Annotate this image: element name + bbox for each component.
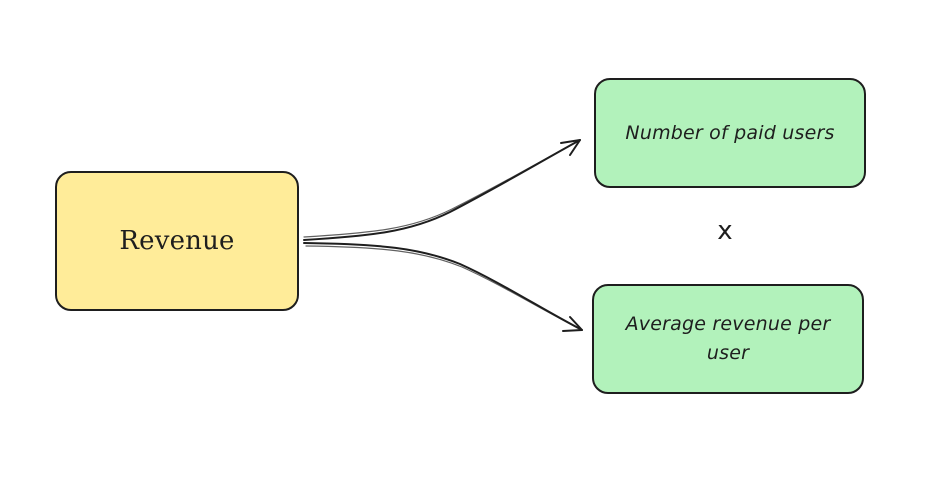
multiply-operator: x — [717, 216, 733, 246]
edge-revenue-to-arpu — [303, 242, 583, 332]
node-average-revenue-per-user[interactable]: Average revenue per user — [592, 284, 864, 394]
node-average-revenue-per-user-label: Average revenue per user — [625, 313, 831, 364]
node-number-of-paid-users-label: Number of paid users — [625, 122, 835, 144]
node-number-of-paid-users[interactable]: Number of paid users — [594, 78, 866, 188]
node-revenue-label: Revenue — [119, 226, 235, 256]
node-revenue[interactable]: Revenue — [55, 171, 299, 311]
edge-revenue-to-paid-users — [303, 139, 581, 241]
